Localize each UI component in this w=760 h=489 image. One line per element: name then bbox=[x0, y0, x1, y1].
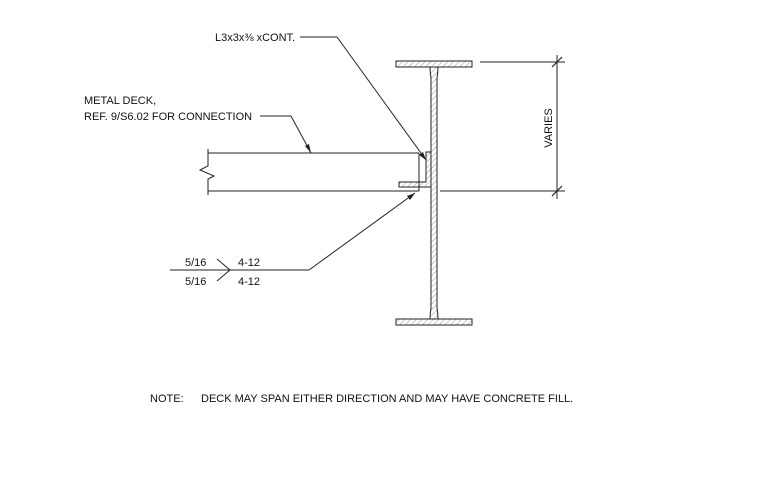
angle-callout: L3x3x⅜ xCONT. bbox=[215, 32, 427, 161]
weld-size-bottom: 5/16 bbox=[185, 276, 206, 288]
weld-size-top: 5/16 bbox=[185, 257, 206, 269]
general-note: NOTE: DECK MAY SPAN EITHER DIRECTION AND… bbox=[150, 393, 573, 405]
angle-callout-label: L3x3x⅜ xCONT. bbox=[215, 32, 295, 44]
metal-deck bbox=[198, 149, 420, 195]
steel-angle bbox=[398, 151, 432, 188]
varies-dimension: VARIES bbox=[440, 55, 565, 199]
top-flange bbox=[395, 60, 473, 68]
metal-deck-label-2: REF. 9/S6.02 FOR CONNECTION bbox=[84, 111, 252, 123]
metal-deck-callout: METAL DECK, REF. 9/S6.02 FOR CONNECTION bbox=[84, 95, 312, 154]
weld-length-top: 4-12 bbox=[238, 257, 260, 269]
bottom-flange bbox=[395, 318, 473, 326]
fillet-weld-icon bbox=[216, 258, 231, 282]
metal-deck-label-1: METAL DECK, bbox=[84, 95, 156, 107]
weld-length-bottom: 4-12 bbox=[238, 276, 260, 288]
varies-label: VARIES bbox=[543, 108, 555, 148]
column-web bbox=[429, 66, 439, 320]
break-line bbox=[198, 149, 216, 195]
wide-flange-column bbox=[395, 60, 473, 326]
note-text: DECK MAY SPAN EITHER DIRECTION AND MAY H… bbox=[201, 393, 573, 405]
weld-symbol: 5/16 5/16 4-12 4-12 bbox=[170, 192, 416, 288]
note-prefix: NOTE: bbox=[150, 393, 184, 405]
